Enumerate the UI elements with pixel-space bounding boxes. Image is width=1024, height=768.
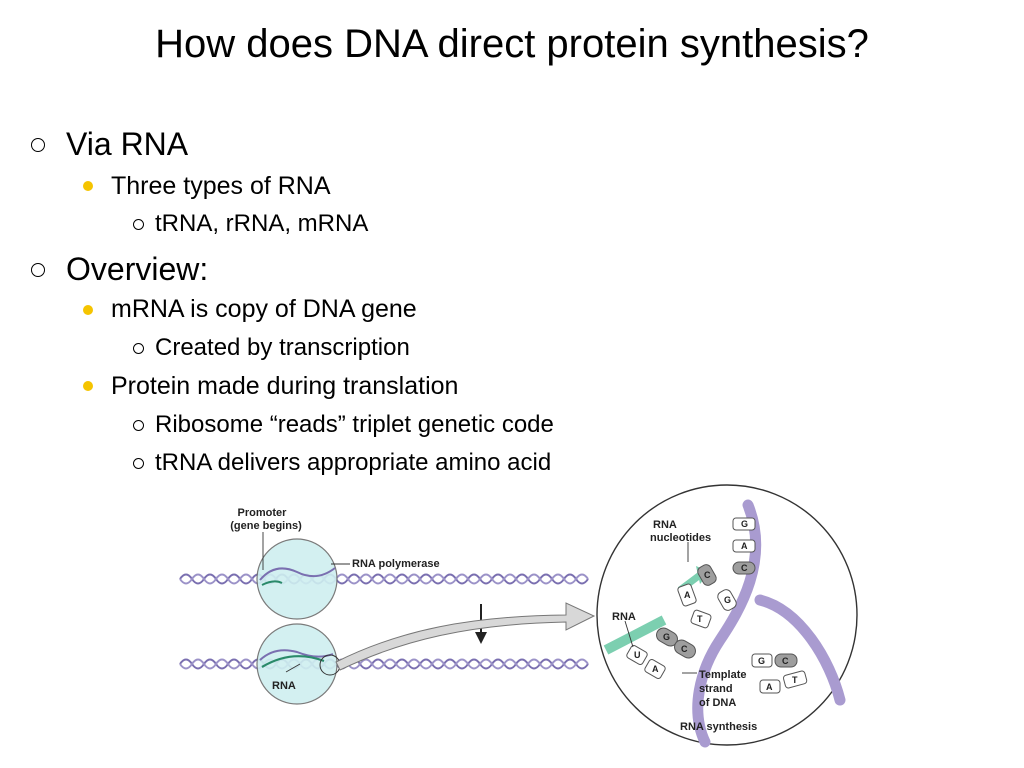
hollow-circle-bullet-icon [133,420,144,431]
dna-helix-bottom [179,658,589,670]
template-label: Template [699,669,746,681]
nucleotide-label: G [663,632,670,642]
hollow-circle-bullet-icon [31,138,45,152]
rna-nucleotides-sublabel: nucleotides [650,532,711,544]
yellow-dot-bullet-icon [83,181,93,191]
yellow-dot-bullet-icon [83,305,93,315]
nucleotide-group-free: C G A T [677,564,737,629]
rna-nucleotides-label: RNA [653,519,677,531]
inset-rna-label: RNA [612,611,636,623]
nucleotide-label: T [697,614,703,624]
rna-label: RNA [272,680,296,692]
bullet-translation: Protein made during translation [111,372,459,400]
nucleotide-label: C [704,570,711,580]
nucleotide-label: A [766,682,773,692]
nucleotide-group-paired: G C U A [626,627,696,679]
figure-caption: RNA synthesis [680,721,757,733]
bullet-trna: tRNA delivers appropriate amino acid [155,449,552,476]
nucleotide-label: C [741,563,748,573]
nucleotide-label: A [741,541,748,551]
bullet-mrna-copy: mRNA is copy of DNA gene [111,295,417,323]
nucleotide-label: C [681,644,688,654]
slide-title: How does DNA direct protein synthesis? [155,22,869,66]
hollow-circle-bullet-icon [133,458,144,469]
bullet-transcription: Created by transcription [155,334,410,361]
template-sublabel-dna: of DNA [699,697,736,709]
bullet-ribosome: Ribosome “reads” triplet genetic code [155,411,554,438]
bullet-overview: Overview: [66,251,209,287]
rna-polymerase-label: RNA polymerase [352,558,440,570]
hollow-circle-bullet-icon [31,263,45,277]
zoom-arrow-icon [335,602,596,671]
hollow-circle-bullet-icon [133,343,144,354]
nucleotide-label: A [652,664,659,674]
nucleotide-label: T [792,675,798,685]
nucleotide-label: G [724,595,731,605]
nucleotide-group-incoming: G A C [732,517,756,575]
rna-polymerase-bubble-top [256,538,338,620]
template-sublabel-strand: strand [699,683,733,695]
promoter-sublabel: (gene begins) [230,520,302,532]
nucleotide-label: A [684,590,691,600]
hollow-circle-bullet-icon [133,219,144,230]
bullet-rna-types: tRNA, rRNA, mRNA [155,210,369,237]
nucleotide-label: C [782,656,789,666]
nucleotide-label: U [634,650,641,660]
yellow-dot-bullet-icon [83,381,93,391]
promoter-label: Promoter [238,507,288,519]
nucleotide-group-dna: G C A T [751,653,808,694]
nucleotide-label: G [758,656,765,666]
bullet-via-rna: Via RNA [66,126,189,162]
nucleotide-label: G [741,519,748,529]
bullet-three-types: Three types of RNA [111,172,331,200]
dna-helix-top [179,573,589,585]
